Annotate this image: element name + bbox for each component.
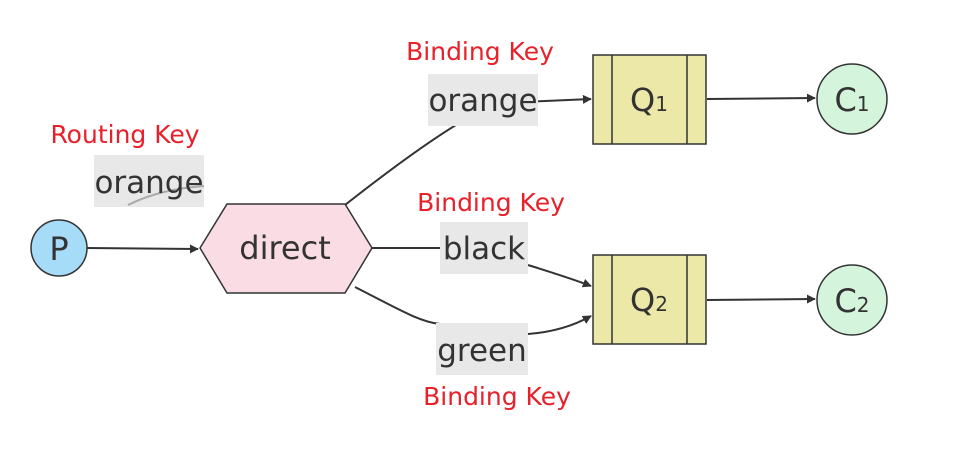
exchange-label: direct [239,229,330,267]
producer-node[interactable]: P [30,219,88,277]
producer-circle [30,219,88,277]
edge-labels: orange orange black green [94,74,538,375]
binding-key-orange-label: orange [428,74,538,126]
consumer1-label: C1 [834,81,869,119]
queue2-label-main: Q [630,281,655,319]
binding-key-green-annotation: Binding Key [423,382,571,411]
edge-producer-to-exchange [86,244,199,254]
exchange-node[interactable]: direct [199,203,373,294]
edge-exchange-to-queue2-green [354,286,591,335]
binding-key-orange-annotation: Binding Key [406,37,554,66]
routing-key-label: orange [94,155,205,207]
binding-key-black-value: black [443,231,525,267]
routing-key-curve [127,185,205,206]
queue2-label-sub: 2 [655,292,668,316]
edge-queue1-to-consumer1 [706,93,816,103]
consumer1-circle [816,63,888,135]
binding-key-orange-value: orange [428,83,537,119]
binding-key-black-annotation: Binding Key [417,188,565,217]
binding-key-green-label: green [436,323,528,375]
consumer2-label: C2 [834,282,869,320]
consumer2-label-main: C [834,282,856,320]
edge-exchange-to-queue2-black [372,247,591,286]
nodes: P direct Q1 Q2 [30,54,888,345]
annotations: Routing Key Binding Key Binding Key Bind… [50,37,571,411]
queue1-label-main: Q [630,81,655,119]
binding-key-black-label: black [440,222,528,274]
routing-key-annotation: Routing Key [50,120,199,149]
routing-key-value: orange [94,165,203,201]
producer-label: P [49,230,68,268]
edge-queue2-to-consumer2 [706,294,816,304]
queue1-label-sub: 1 [655,92,668,116]
queue1-node[interactable]: Q1 [592,54,707,145]
queue2-node[interactable]: Q2 [592,254,707,345]
exchange-hexagon [199,203,373,294]
queue1-label: Q1 [630,81,668,119]
routing-key-label-bg [94,155,204,207]
consumer1-label-main: C [834,81,856,119]
consumer2-node[interactable]: C2 [816,264,888,336]
binding-key-green-value: green [437,333,527,369]
binding-key-green-label-bg [436,323,528,375]
binding-key-black-label-bg [440,222,528,274]
consumer2-circle [816,264,888,336]
consumer1-node[interactable]: C1 [816,63,888,135]
consumer1-label-sub: 1 [857,92,870,116]
consumer2-label-sub: 2 [857,293,870,317]
binding-key-orange-label-bg [428,74,538,126]
queue2-label: Q2 [630,281,668,319]
